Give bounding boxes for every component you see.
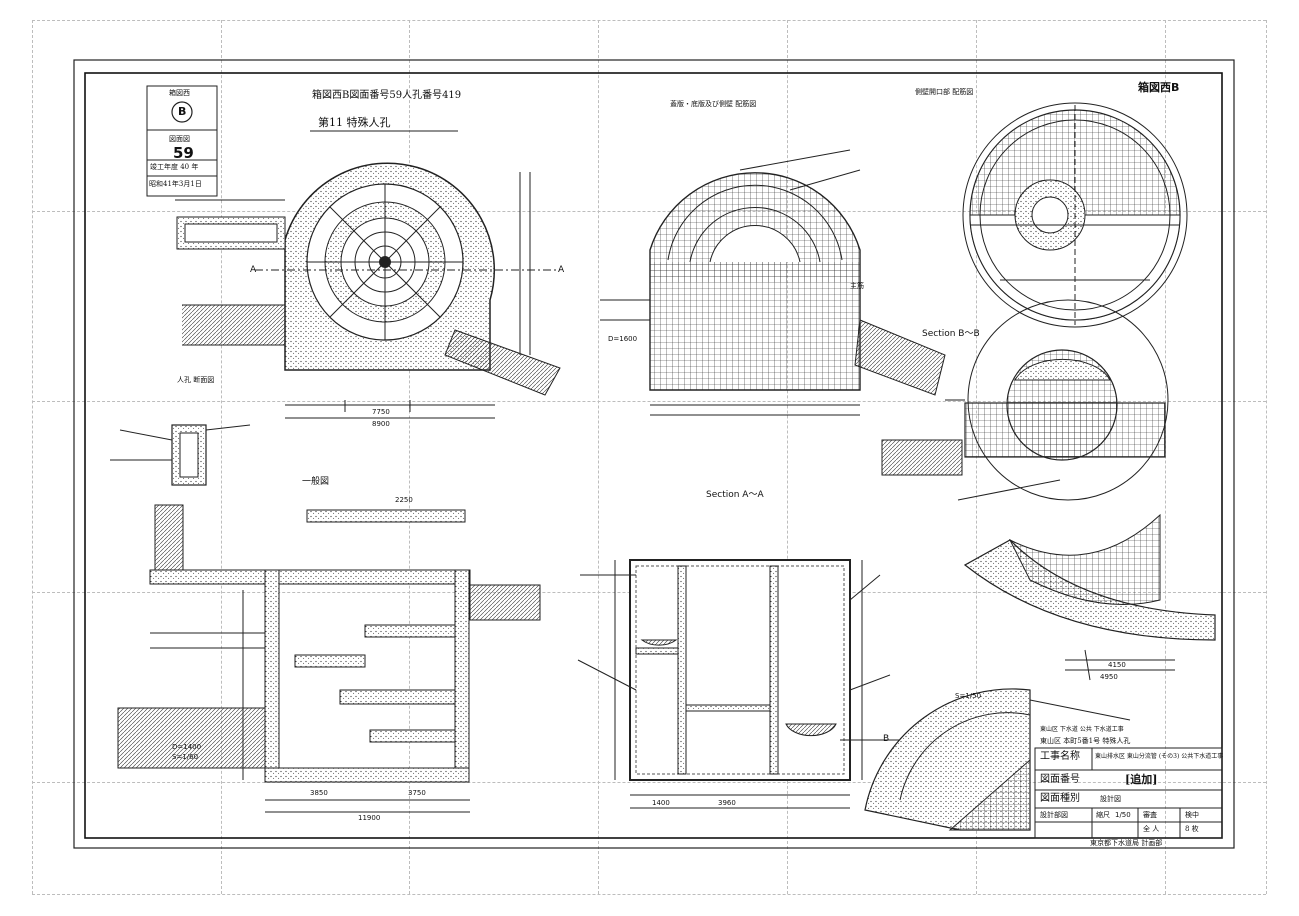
project-label: 工事名称: [1040, 751, 1080, 762]
section-mark-left: A: [250, 265, 257, 275]
section-b-b-label: Section B～B: [922, 329, 980, 339]
section-a-a-view: [577, 559, 891, 809]
page-guide-vertical: [787, 20, 788, 894]
drawing-number: 59: [173, 144, 194, 162]
dim-1400: 1400: [652, 799, 670, 807]
pipe-diameter-left: D=1400: [172, 743, 202, 751]
scale-value: 1/50: [1115, 811, 1131, 819]
page-guide-horizontal: [32, 401, 1266, 402]
page-guide-vertical: [32, 20, 33, 894]
section-mark-b: B: [883, 734, 890, 744]
scale-label: 縮尺: [1096, 811, 1110, 819]
check-label: 審査: [1143, 811, 1157, 819]
reference-line: 箱図西B図面番号59人孔番号419: [312, 90, 462, 101]
page-guide-vertical: [409, 20, 410, 894]
section-b-b-view: [881, 299, 1169, 501]
circular-rebar-plan: [962, 102, 1188, 328]
wedge-detail: [840, 688, 1131, 831]
page-guide-vertical: [598, 20, 599, 894]
curved-pipe-detail: [963, 513, 1216, 681]
category-label: 図面種別: [1040, 793, 1080, 804]
title-block-prefix: 東山区 本町5番1号 特殊人孔: [1040, 737, 1131, 745]
page-guide-vertical: [221, 20, 222, 894]
dim-3850: 3850: [310, 789, 328, 797]
corner-tag: 箱図西B: [1138, 81, 1180, 94]
section-mark-right: A: [558, 265, 565, 275]
company-line: 東山区 下水道 公共 下水道工事: [1040, 726, 1124, 733]
fiscal-year: 竣工年度 40 年: [150, 163, 199, 171]
pipe-slope-left: S=1/60: [172, 753, 199, 761]
project-name: 東山排水区 東山分流管 (その3) 公共下水道工事: [1095, 753, 1224, 760]
category-value: 設計図: [1100, 795, 1121, 803]
page-guide-horizontal: [32, 20, 1266, 21]
dim-8900: 8900: [372, 420, 390, 428]
sheet-series-letter: B: [178, 105, 187, 118]
dim-3960: 3960: [718, 799, 736, 807]
dim-7750: 7750: [372, 408, 390, 416]
inner-border: [84, 72, 1223, 839]
title-block-footer: 東京都下水道局 計画部: [1090, 839, 1163, 847]
dim-2250: 2250: [395, 496, 413, 504]
stamp-box: [146, 85, 218, 197]
outer-border: [73, 59, 1235, 849]
section-a-a-label: Section A～A: [706, 490, 764, 500]
rebar-label: 主筋: [850, 282, 864, 290]
dim-4950: 4950: [1100, 673, 1118, 681]
general-section-view: [117, 504, 541, 813]
center-top-rebar-view: [600, 149, 946, 416]
status-stamp: [追加]: [1125, 773, 1158, 786]
page-guide-horizontal: [32, 782, 1266, 783]
pipe-diameter-center: D=1600: [608, 335, 638, 343]
dim-4150: 4150: [1108, 661, 1126, 669]
wedge-scale-label: S=1/50: [955, 692, 982, 700]
stamp-date: 昭和41年3月1日: [149, 180, 202, 188]
plan-view-manhole: [175, 162, 561, 419]
page-guide-horizontal: [32, 211, 1266, 212]
page-guide-horizontal: [32, 894, 1266, 895]
sheet-series-label: 箱図西: [169, 89, 190, 97]
approve-value: 8 枚: [1185, 825, 1199, 833]
check-value: 全 人: [1143, 825, 1160, 833]
page-guide-vertical: [1266, 20, 1267, 894]
general-view-label: 一般図: [302, 477, 330, 487]
designer-label: 設計部図: [1040, 811, 1068, 819]
dim-11900: 11900: [358, 814, 381, 822]
approve-label: 検中: [1185, 811, 1199, 819]
drawing-no-label: 図面番号: [1040, 774, 1080, 785]
dim-3750: 3750: [408, 789, 426, 797]
drawing-title: 第11 特殊人孔: [318, 116, 391, 129]
top-center-view-label: 蓋版・底版及び側壁 配筋図: [670, 100, 757, 108]
plan-left-label: 人孔 断面図: [177, 376, 215, 384]
drawing-label: 図面図: [169, 135, 190, 143]
small-section-detail: [110, 424, 251, 486]
top-right-view-label: 側壁開口部 配筋図: [915, 88, 974, 96]
title-block-frame: [1034, 747, 1223, 839]
